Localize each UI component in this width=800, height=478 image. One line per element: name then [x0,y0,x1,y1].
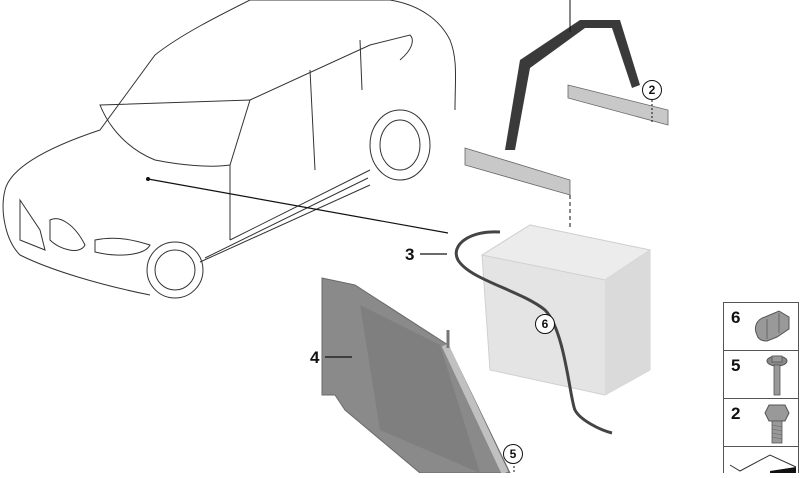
circled-callout-5: 5 [503,444,523,464]
cable-clip-icon [754,310,790,342]
vehicle-outline [2,0,457,299]
page-corner-icon [729,454,797,473]
hex-bolt-icon [764,404,790,444]
circled-callout-2: 2 [642,80,662,100]
legend-item-2: 2 [723,398,799,446]
flange-bolt-icon [766,355,788,396]
legend-label: 2 [731,404,741,423]
battery-insulation-panel [321,277,511,475]
legend-label: 6 [731,308,741,327]
battery-hold-down-strap [464,0,669,230]
legend-item-5: 5 [723,350,799,398]
callout-3: 3 [405,245,415,264]
legend-label: 5 [731,356,741,375]
legend-item-6: 6 [723,302,799,350]
legend-item-page-corner [723,446,799,473]
battery-cable [454,230,613,435]
callout-4: 4 [310,348,320,367]
battery [480,224,652,396]
circled-callout-6: 6 [535,314,555,334]
parts-legend: 6 5 2 [723,302,799,473]
